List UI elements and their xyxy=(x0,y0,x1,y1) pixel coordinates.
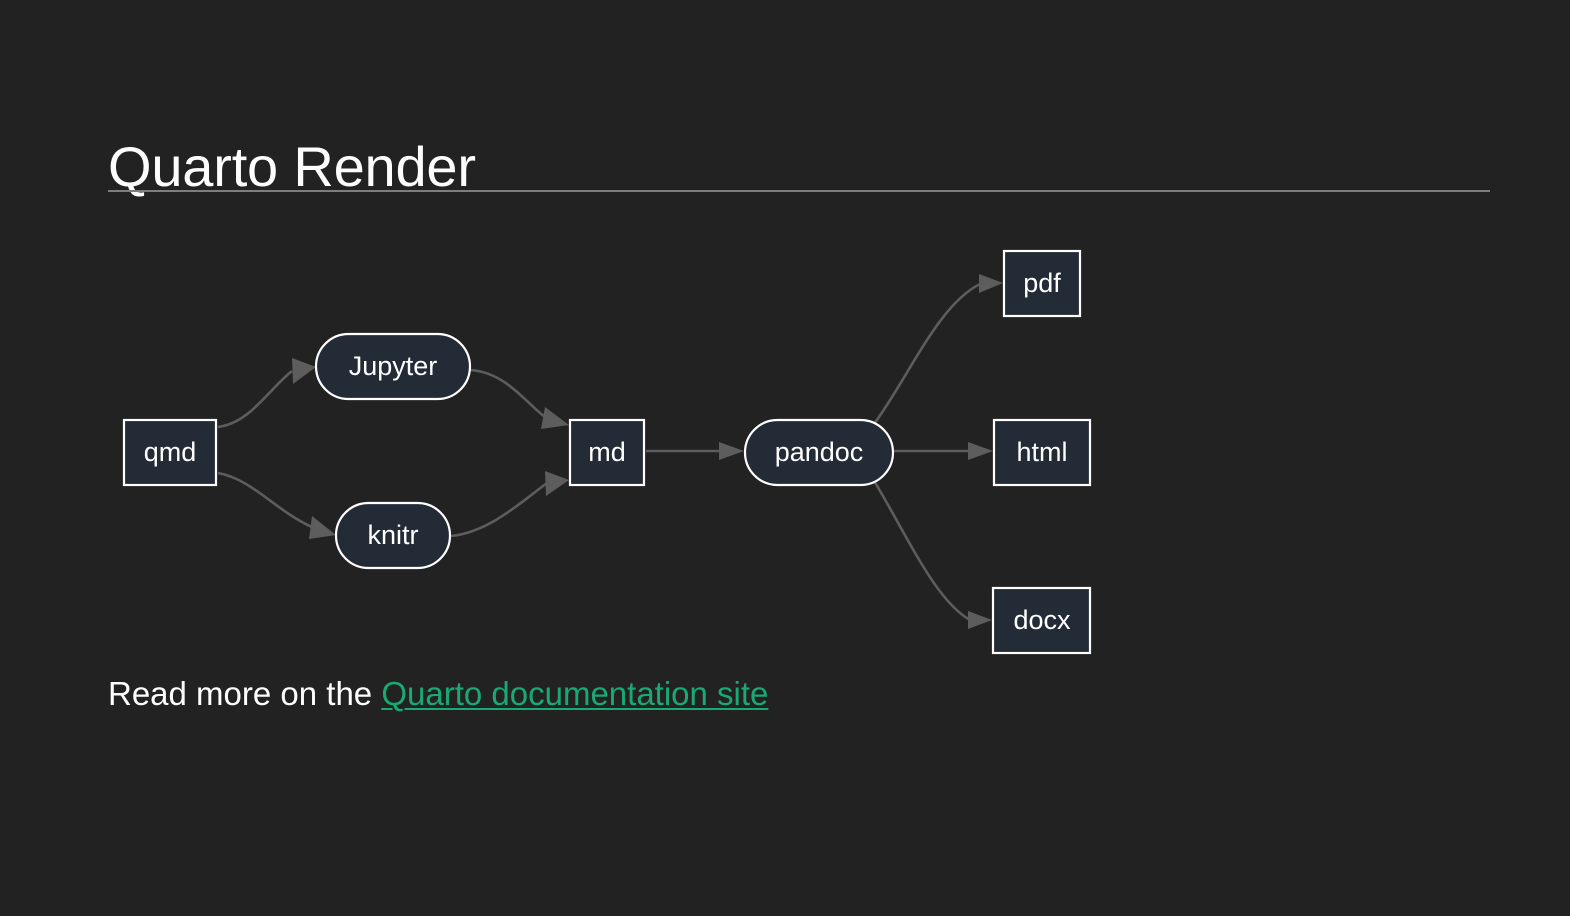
footer-prefix: Read more on the xyxy=(108,675,382,712)
node-knitr[interactable]: knitr xyxy=(334,501,452,570)
node-docx[interactable]: docx xyxy=(991,586,1092,655)
edge-pandoc-pdf xyxy=(872,274,1003,425)
node-knitr-label: knitr xyxy=(367,520,418,550)
quarto-render-diagram: qmd Jupyter knitr md pandoc xyxy=(0,215,1570,665)
node-pdf[interactable]: pdf xyxy=(1002,249,1082,318)
edge-pandoc-docx xyxy=(871,478,992,629)
footer-text: Read more on the Quarto documentation si… xyxy=(108,673,768,716)
quarto-documentation-link[interactable]: Quarto documentation site xyxy=(381,675,769,712)
edge-md-pandoc xyxy=(646,442,744,460)
node-qmd-label: qmd xyxy=(144,437,197,467)
node-pdf-label: pdf xyxy=(1023,268,1061,298)
edge-qmd-knitr xyxy=(217,471,336,539)
diagram-canvas: qmd Jupyter knitr md pandoc xyxy=(122,249,1092,655)
node-pandoc[interactable]: pandoc xyxy=(743,418,895,487)
node-qmd[interactable]: qmd xyxy=(122,418,218,487)
node-pandoc-label: pandoc xyxy=(775,437,864,467)
edge-knitr-md xyxy=(450,471,569,538)
node-jupyter-label: Jupyter xyxy=(349,351,438,381)
edge-pandoc-html xyxy=(894,442,993,460)
title-divider xyxy=(108,190,1490,192)
node-docx-label: docx xyxy=(1013,605,1071,635)
node-md[interactable]: md xyxy=(568,418,646,487)
node-jupyter[interactable]: Jupyter xyxy=(314,332,472,401)
node-md-label: md xyxy=(588,437,626,467)
edge-jupyter-md xyxy=(470,368,569,429)
node-html[interactable]: html xyxy=(992,418,1092,487)
edge-qmd-jupyter xyxy=(217,358,316,429)
page-title: Quarto Render xyxy=(108,134,476,198)
node-html-label: html xyxy=(1016,437,1067,467)
